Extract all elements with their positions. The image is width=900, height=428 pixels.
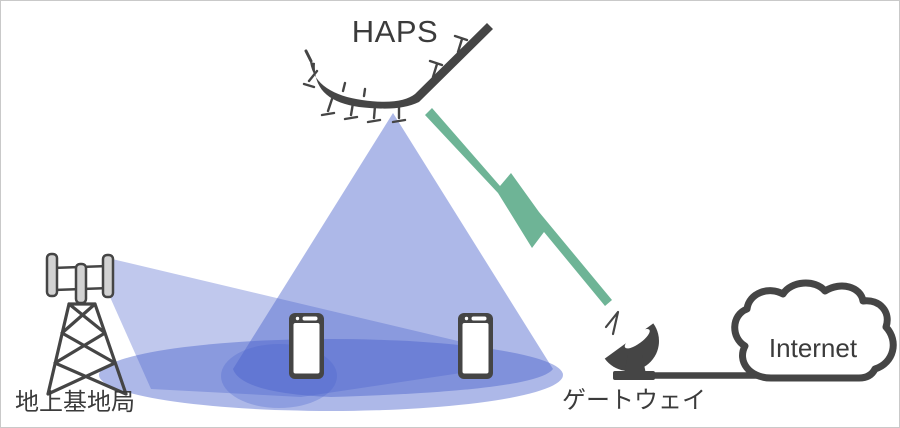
cloud-outline [731, 279, 897, 382]
cell-tower-icon [45, 252, 128, 396]
haps-label: HAPS [352, 14, 438, 49]
internet-cloud-icon: Internet [731, 279, 897, 382]
phone-screen [293, 323, 320, 374]
internet-label: Internet [769, 333, 858, 363]
phone-speaker-slot [302, 316, 318, 321]
dish-base [613, 371, 655, 380]
tower-lattice [46, 302, 128, 396]
aircraft-propeller-pods [302, 34, 469, 124]
phone-screen [462, 323, 489, 374]
phone-camera-dot [295, 316, 300, 321]
antenna-panel-right [101, 253, 115, 299]
phone-camera-dot [464, 316, 469, 321]
smartphone-icon-right [458, 313, 493, 379]
gateway-label: ゲートウェイ [562, 387, 706, 414]
smartphone-icon-left [289, 313, 324, 379]
aircraft-winglet [304, 49, 313, 63]
antenna-panel-center [74, 262, 88, 305]
feeder-link-bolt-icon [425, 108, 612, 306]
phone-speaker-slot [471, 316, 487, 321]
antenna-panel-left [45, 252, 59, 298]
dish-face-highlight [624, 329, 650, 349]
gateway-dish-icon [604, 310, 659, 380]
haps-footprint-ellipse [99, 339, 563, 411]
haps-aircraft-icon [302, 23, 493, 124]
dish-feed-arm [604, 310, 620, 336]
ground-station-label: 地上基地局 [15, 389, 135, 416]
dish-pedestal [624, 355, 646, 374]
